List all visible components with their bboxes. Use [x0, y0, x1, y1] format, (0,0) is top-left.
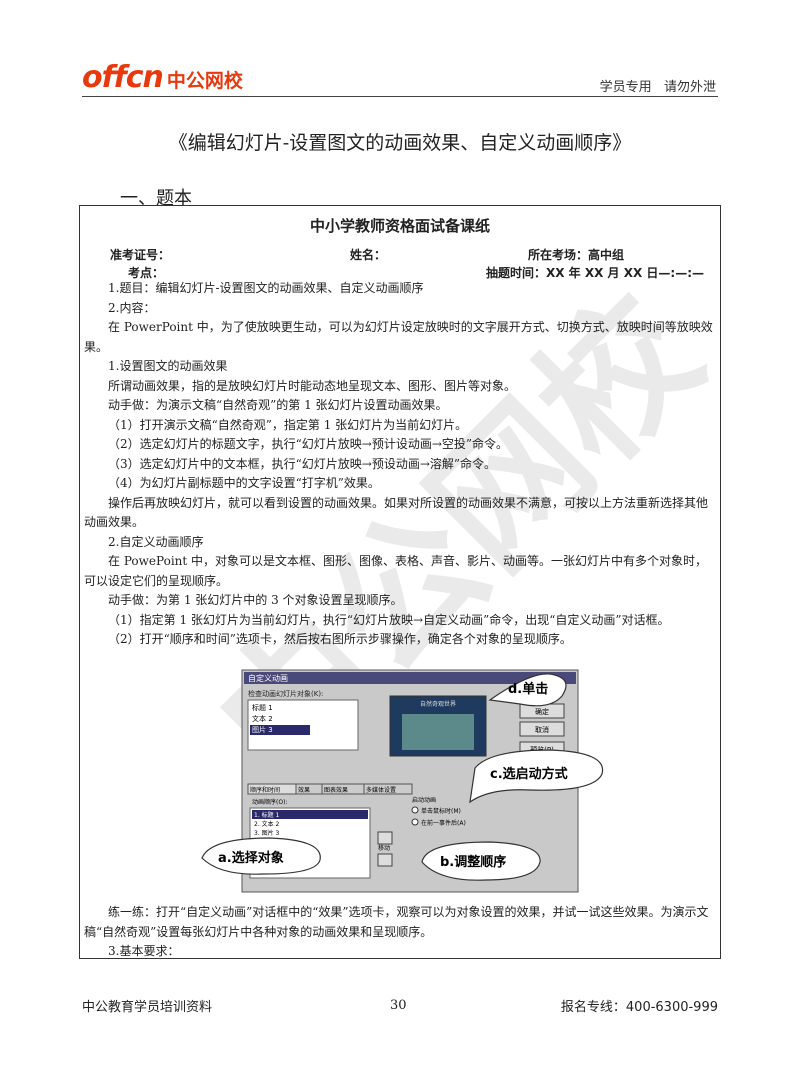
footer-right: 报名专线：400-6300-999 — [560, 1000, 718, 1015]
paragraph: 2.内容： — [108, 300, 156, 315]
tab-label: 图表效果 — [324, 786, 348, 794]
paragraph: （2）打开“顺序和时间”选项卡，然后按右图所示步骤操作，确定各个对象的呈现顺序。 — [108, 632, 572, 646]
callout-a: a.选择对象 — [218, 850, 284, 866]
header-notice: 学员专用 请勿外泄 — [599, 80, 716, 95]
paragraph: 动手做：为第 1 张幻灯片中的 3 个对象设置呈现顺序。 — [108, 593, 403, 607]
paragraph: 1.题目：编辑幻灯片-设置图文的动画效果、自定义动画顺序 — [108, 281, 424, 295]
callout-b: b.调整顺序 — [440, 854, 506, 870]
paragraph: （3）选定幻灯片中的文本框，执行“幻灯片放映→预设动画→溶解”命令。 — [108, 456, 497, 471]
radio-label: 单击鼠标时(M) — [421, 807, 461, 815]
paragraph: 1.设置图文的动画效果 — [108, 359, 228, 373]
logo-brand: offcn — [82, 60, 164, 95]
radio-label: 在前一事件后(A) — [421, 819, 466, 827]
order-item: 1. 标题 1 — [254, 811, 280, 819]
custom-animation-dialog-image: 自定义动画 检查动画幻灯片对象(K): 标题 1 文本 2 图片 3 自然奇观世… — [201, 669, 604, 893]
paragraph: （1）打开演示文稿“自然奇观”，指定第 1 张幻灯片为当前幻灯片。 — [108, 417, 468, 432]
paragraph: 在 PowePoint 中，对象可以是文本框、图形、图像、表格、声音、影片、动画… — [84, 554, 708, 588]
page-number: 30 — [390, 998, 407, 1013]
tab-label: 顺序和时间 — [250, 786, 280, 794]
exam-site-label: 所在考场：高中组 — [528, 248, 625, 262]
start-label: 启动动画 — [412, 796, 436, 804]
paragraph: 动手做：为演示文稿“自然奇观”的第 1 张幻灯片设置动画效果。 — [108, 398, 448, 412]
callout-c: c.选启动方式 — [490, 766, 568, 782]
paragraph: 所谓动画效果，指的是放映幻灯片时能动态地呈现文本、图形、图片等对象。 — [108, 378, 517, 393]
dialog-title: 自定义动画 — [248, 673, 288, 683]
paragraph: 2.自定义动画顺序 — [108, 534, 204, 549]
ok-button-label: 确定 — [535, 707, 549, 716]
name-label: 姓名： — [350, 248, 387, 262]
list-label: 检查动画幻灯片对象(K): — [248, 689, 323, 698]
exam-number-label: 准考证号： — [110, 248, 171, 262]
move-label: 移动 — [378, 844, 390, 852]
draw-time-label: 抽题时间：XX 年 XX 月 XX 日—:—:— — [486, 266, 704, 280]
slide-caption: 自然奇观世界 — [420, 700, 456, 708]
order-item: 3. 图片 3 — [254, 829, 280, 837]
footer-left: 中公教育学员培训资料 — [82, 1000, 213, 1015]
tab-label: 多媒体设置 — [366, 786, 396, 794]
section-heading: 一、题本 — [120, 188, 192, 209]
paragraph: （1）指定第 1 张幻灯片为当前幻灯片，执行“幻灯片放映→自定义动画”命令，出现… — [108, 612, 670, 627]
logo-text: 中公网校 — [166, 70, 243, 92]
order-label: 动画顺序(O): — [252, 798, 287, 806]
paragraph: 在 PowerPoint 中，为了使放映更生动，可以为幻灯片设定放映时的文字展开… — [84, 320, 713, 354]
paragraph: （4）为幻灯片副标题中的文字设置“打字机”效果。 — [108, 476, 380, 490]
content-body: 1.题目：编辑幻灯片-设置图文的动画效果、自定义动画顺序 2.内容： 在 Pow… — [84, 279, 716, 650]
document-title: 《编辑幻灯片-设置图文的动画效果、自定义动画顺序》 — [168, 132, 632, 154]
paragraph: 练一练：打开“自定义动画”对话框中的“效果”选项卡，观察可以为对象设置的效果，并… — [84, 905, 709, 939]
cancel-button-label: 取消 — [535, 725, 549, 734]
topic-label: 考点： — [128, 266, 165, 280]
paragraph: 3.基本要求： — [108, 944, 180, 958]
list-item: 文本 2 — [252, 714, 273, 723]
order-item: 2. 文本 2 — [254, 820, 280, 828]
form-title: 中小学教师资格面试备课纸 — [309, 217, 490, 235]
list-item: 标题 1 — [252, 703, 273, 712]
callout-d: d.单击 — [508, 681, 548, 697]
paragraph: 操作后再放映幻灯片，就可以看到设置的动画效果。如果对所设置的动画效果不满意，可按… — [84, 495, 709, 530]
paragraph: （2）选定幻灯片的标题文字，执行“幻灯片放映→预计设动画→空投”命令。 — [108, 437, 509, 451]
tab-label: 效果 — [298, 786, 310, 794]
list-item: 图片 3 — [252, 725, 273, 734]
content-body-after: 练一练：打开“自定义动画”对话框中的“效果”选项卡，观察可以为对象设置的效果，并… — [84, 903, 716, 962]
lesson-plan-form: 中小学教师资格面试备课纸 准考证号： 姓名： 所在考场：高中组 考点： 抽题时间… — [79, 205, 721, 959]
